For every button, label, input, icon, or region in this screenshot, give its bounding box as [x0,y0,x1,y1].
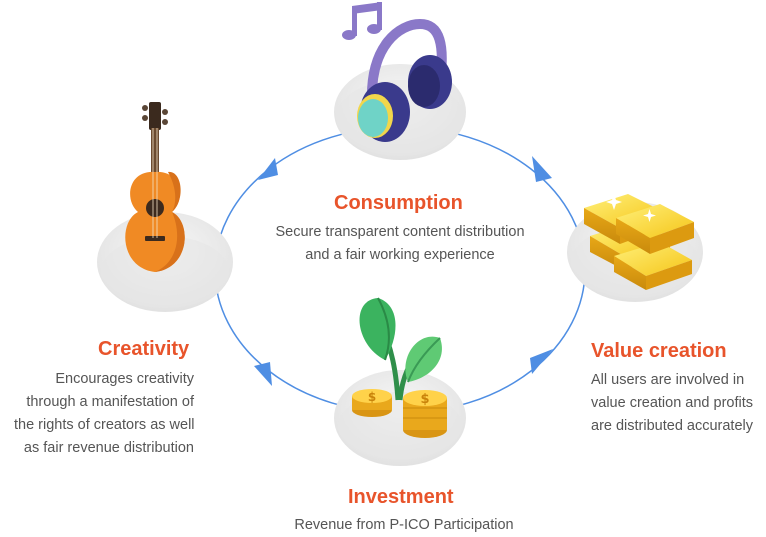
svg-text:$: $ [420,392,429,407]
consumption-title: Consumption [334,192,463,214]
investment-title: Investment [348,486,454,508]
creativity-description-line: the rights of creators as well [14,417,195,433]
gold-bars-icon [567,194,703,302]
value-creation-description: All users are involved in value creation… [591,369,753,438]
arrow-to-consumption [258,158,278,180]
creativity-description: Encourages creativity through a manifest… [14,368,195,460]
plant-coins-icon: $ $ [334,297,466,466]
value-creation-description-line: value creation and profits [591,395,754,411]
creativity-title: Creativity [98,338,190,360]
arrow-to-value-creation [532,156,552,182]
consumption-description-line: Secure transparent content distribution [275,224,525,240]
creativity-description-line: as fair revenue distribution [23,440,194,456]
consumption-description: Secure transparent content distribution … [262,221,538,267]
consumption-description-line: and a fair working experience [305,247,495,263]
value-creation-description-line: are distributed accurately [591,418,753,434]
music-note-icon [342,2,382,40]
arrow-to-creativity [254,362,272,386]
value-creation-title: Value creation [591,340,727,362]
value-creation-description-line: All users are involved in [591,372,745,388]
svg-text:$: $ [368,390,376,404]
investment-description: Revenue from P-ICO Participation [286,514,522,537]
creativity-description-line: through a manifestation of [26,394,194,410]
guitar-icon [97,102,233,312]
investment-description-line: Revenue from P-ICO Participation [294,517,514,533]
creativity-description-line: Encourages creativity [55,371,194,387]
arrow-to-investment [530,349,553,374]
headphones-icon [334,2,466,160]
